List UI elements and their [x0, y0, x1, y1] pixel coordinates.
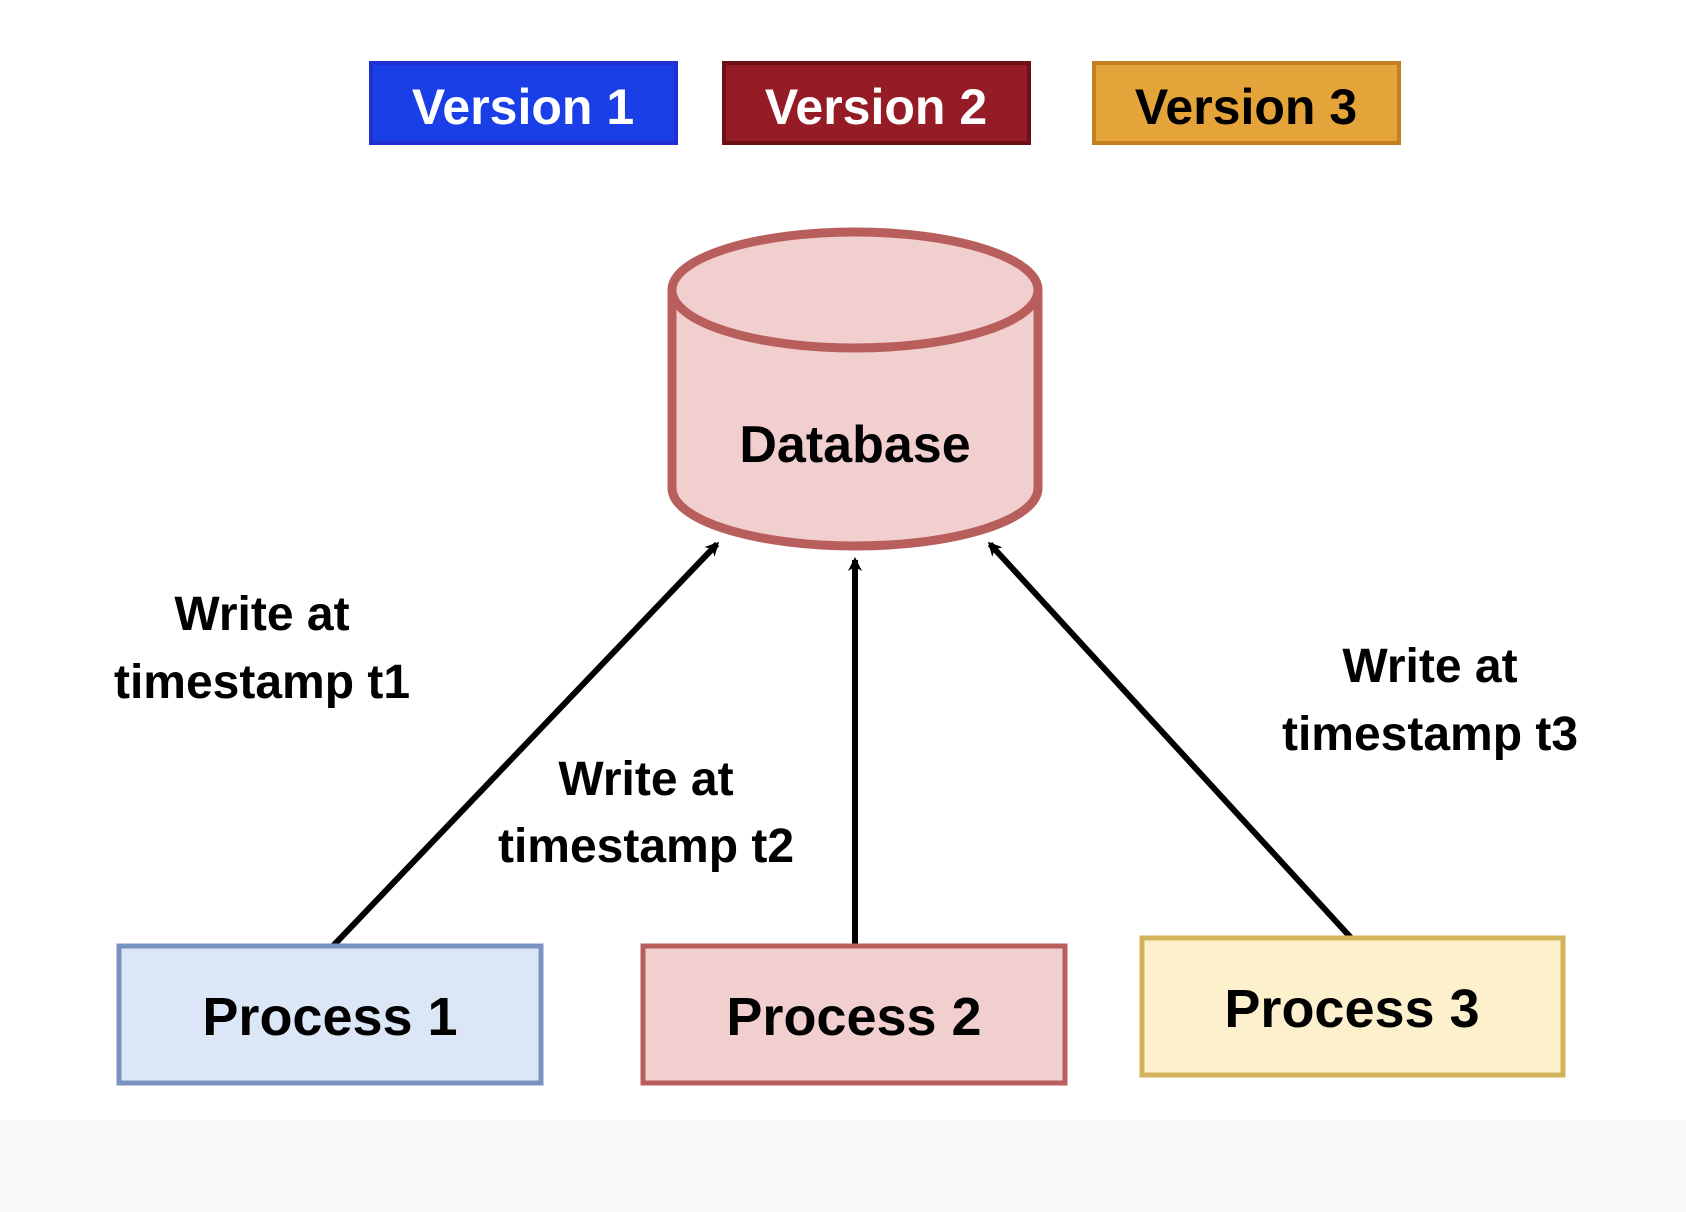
process-3-label: Process 3 — [1224, 979, 1479, 1039]
legend-version-3-label: Version 3 — [1135, 79, 1357, 135]
arrow-process-3-to-database — [987, 541, 1356, 943]
bottom-band — [0, 1120, 1686, 1212]
write-arrows — [330, 541, 1356, 949]
edge-label-t3-line2: timestamp t3 — [1282, 708, 1578, 761]
legend-version-1: Version 1 — [369, 61, 678, 145]
process-1-node: Process 1 — [116, 943, 544, 1086]
legend-version-1-box — [369, 61, 678, 145]
process-2-node: Process 2 — [640, 943, 1068, 1086]
process-3-box — [1139, 935, 1566, 1078]
process-3-node: Process 3 — [1139, 935, 1566, 1078]
legend-version-3: Version 3 — [1092, 61, 1401, 145]
process-2-box — [640, 943, 1068, 1086]
database-cylinder-top — [667, 227, 1043, 353]
legend-version-2-box — [722, 61, 1031, 145]
process-1-box — [116, 943, 544, 1086]
edge-label-t2-line2: timestamp t2 — [498, 820, 794, 873]
edge-label-t1-line2: timestamp t1 — [114, 656, 410, 709]
edge-label-t2-line1: Write at — [558, 753, 733, 806]
edge-label-t3-line1: Write at — [1342, 640, 1517, 693]
process-1-label: Process 1 — [202, 987, 457, 1047]
legend-version-2: Version 2 — [722, 61, 1031, 145]
legend-version-3-box — [1092, 61, 1401, 145]
database-cylinder-body — [667, 290, 1043, 551]
process-2-label: Process 2 — [726, 987, 981, 1047]
edge-label-t1-line1: Write at — [174, 588, 349, 641]
legend-version-1-label: Version 1 — [412, 79, 634, 135]
legend: Version 1 Version 2 Version 3 — [369, 61, 1401, 145]
database-node: Database — [667, 227, 1043, 551]
arrow-process-1-to-database — [330, 541, 720, 949]
database-label: Database — [739, 416, 970, 474]
process-nodes: Process 1 Process 2 Process 3 — [116, 935, 1566, 1086]
legend-version-2-label: Version 2 — [765, 79, 987, 135]
edge-labels: Write at timestamp t1 Write at timestamp… — [114, 588, 1578, 873]
